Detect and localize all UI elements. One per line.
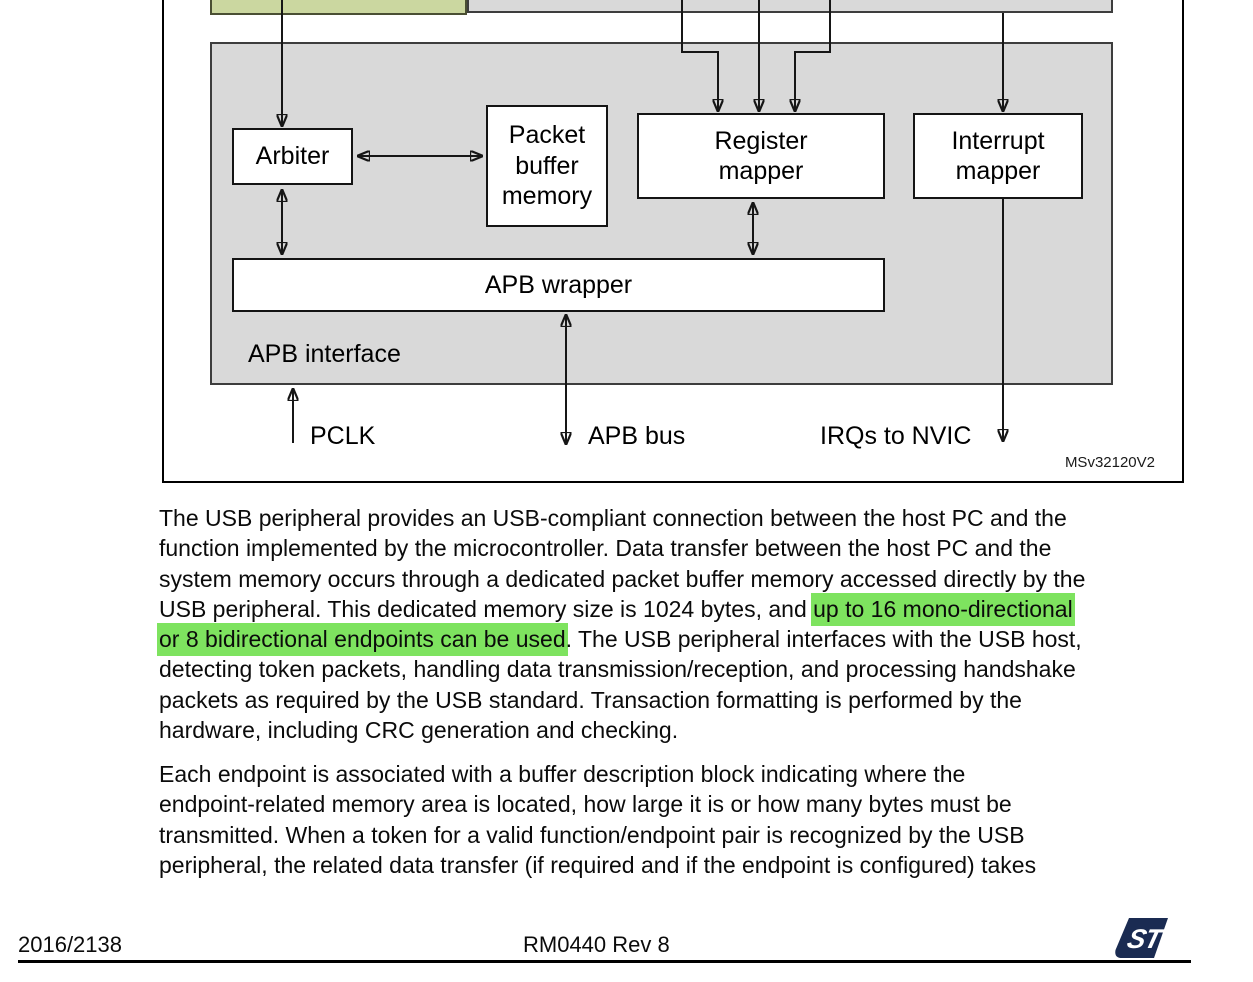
text-line: system memory occurs through a dedicated… (159, 564, 1189, 594)
apb-wrapper-block: APB wrapper (232, 258, 885, 312)
text-line: hardware, including CRC generation and c… (159, 715, 1189, 745)
register-mapper-block: Register mapper (637, 113, 885, 199)
text-line: function implemented by the microcontrol… (159, 533, 1189, 563)
apb-interface-container (210, 42, 1113, 385)
paragraph-endpoints: Each endpoint is associated with a buffe… (159, 759, 1189, 880)
text-line: packets as required by the USB standard.… (159, 685, 1189, 715)
text-line: transmitted. When a token for a valid fu… (159, 820, 1189, 850)
text-segment: function implemented by the microcontrol… (159, 535, 1052, 562)
cutoff-green-block (210, 0, 467, 15)
packet-buffer-memory-block: Packet buffer memory (486, 105, 608, 227)
text-segment: endpoint-related memory area is located,… (159, 791, 1012, 818)
paragraph-usb-overview: The USB peripheral provides an USB-compl… (157, 503, 1189, 745)
text-line: detecting token packets, handling data t… (159, 654, 1189, 684)
highlighted-text: or 8 bidirectional endpoints can be used (157, 623, 568, 657)
svg-text:ST: ST (1124, 923, 1167, 954)
text-line: The USB peripheral provides an USB-compl… (159, 503, 1189, 533)
apb-bus-label: APB bus (588, 422, 686, 450)
text-segment: peripheral, the related data transfer (i… (159, 851, 1037, 878)
text-segment: Each endpoint is associated with a buffe… (159, 761, 966, 787)
apb-interface-label: APB interface (248, 340, 401, 368)
text-line: peripheral, the related data transfer (i… (159, 850, 1189, 880)
arbiter-block: Arbiter (232, 128, 353, 185)
text-segment: system memory occurs through a dedicated… (159, 565, 1086, 592)
figure-frame (162, 0, 1184, 483)
text-segment: . The USB peripheral interfaces with the… (565, 626, 1082, 653)
text-segment: USB peripheral. This dedicated memory si… (159, 595, 814, 622)
text-segment: transmitted. When a token for a valid fu… (159, 821, 1025, 848)
text-line: Each endpoint is associated with a buffe… (159, 759, 1189, 789)
document-reference: RM0440 Rev 8 (523, 932, 670, 957)
text-line: USB peripheral. This dedicated memory si… (159, 592, 1189, 626)
text-segment: hardware, including CRC generation and c… (159, 717, 679, 744)
text-line: or 8 bidirectional endpoints can be used… (157, 623, 1189, 657)
text-segment: The USB peripheral provides an USB-compl… (159, 505, 1067, 531)
text-segment: detecting token packets, handling data t… (159, 656, 1076, 683)
figure-watermark: MSv32120V2 (1064, 454, 1155, 471)
irqs-to-nvic-label: IRQs to NVIC (820, 422, 972, 450)
text-segment: packets as required by the USB standard.… (159, 686, 1022, 713)
highlighted-text: up to 16 mono-directional (811, 592, 1075, 626)
interrupt-mapper-block: Interrupt mapper (913, 113, 1083, 199)
cutoff-gray-block (467, 0, 1113, 13)
pclk-label: PCLK (310, 422, 376, 450)
footer-rule (18, 960, 1191, 963)
text-line: endpoint-related memory area is located,… (159, 789, 1189, 819)
page-number: 2016/2138 (18, 932, 122, 957)
st-logo: ST (1115, 918, 1168, 958)
